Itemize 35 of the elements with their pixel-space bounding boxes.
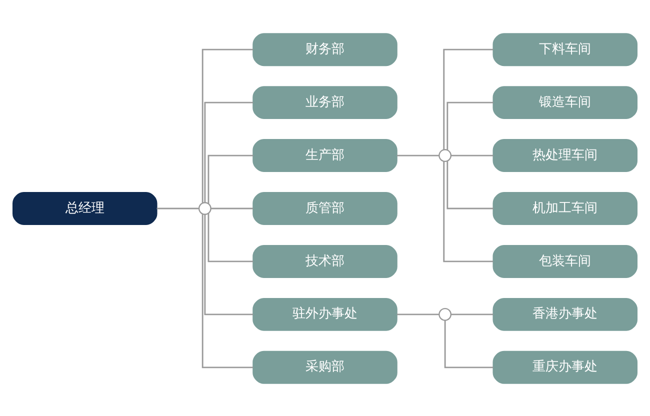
node-box: 锻造车间 (492, 86, 638, 119)
node-box: 机加工车间 (492, 192, 638, 224)
node-box: 财务部 (252, 32, 398, 66)
connector (396, 313, 440, 315)
node-box: 重庆办事处 (492, 350, 638, 384)
connector (204, 214, 254, 315)
node-box: 包装车间 (492, 244, 638, 278)
connector (451, 313, 494, 315)
connector (204, 101, 254, 202)
connector (202, 214, 254, 368)
node-circle (438, 307, 452, 320)
node-box: 热处理车间 (492, 138, 638, 172)
node-box: 香港办事处 (492, 297, 638, 330)
node-box: 业务部 (252, 86, 398, 119)
connector (211, 207, 254, 209)
node-box: 生产部 (252, 138, 398, 172)
node-box: 驻外办事处 (252, 297, 398, 330)
connector (446, 101, 494, 150)
node-box: 技术部 (252, 244, 398, 278)
connector (444, 320, 494, 368)
node-circle (438, 148, 452, 162)
node-box: 质管部 (252, 192, 398, 224)
connector (202, 48, 254, 202)
connector (208, 154, 254, 204)
connector (208, 212, 254, 262)
connector (451, 154, 494, 156)
connector (396, 154, 440, 156)
node-box: 下料车间 (492, 32, 638, 66)
node-box: 总经理 (12, 192, 158, 224)
connector (446, 160, 494, 209)
connector (443, 161, 494, 262)
connector (156, 207, 199, 209)
node-box: 采购部 (252, 350, 398, 384)
connector (443, 48, 494, 150)
node-circle (198, 202, 212, 214)
